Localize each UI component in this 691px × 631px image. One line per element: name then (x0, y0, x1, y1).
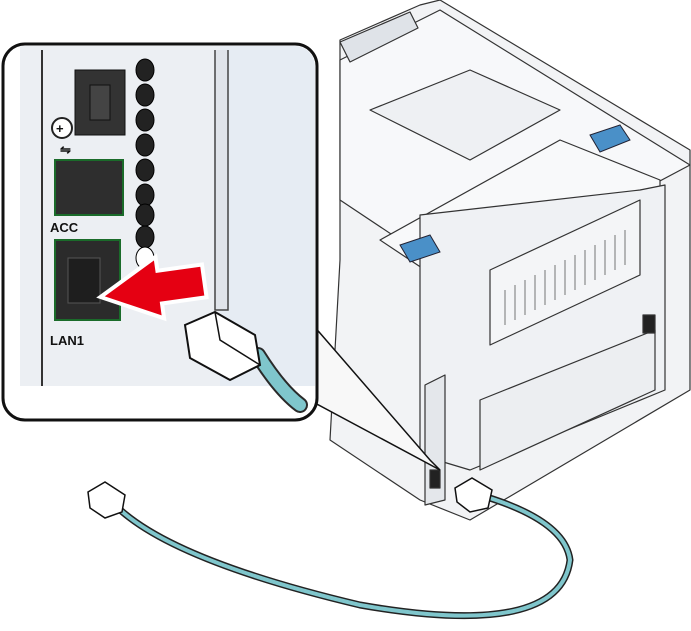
cable (252, 349, 306, 411)
acc-port (54, 159, 124, 216)
svg-text:+: + (56, 121, 64, 136)
rj45-plug-icon (87, 481, 126, 519)
printer (329, 0, 691, 521)
insert-arrow-icon (96, 253, 209, 322)
callout-zoom-panel: + ⇋ ACC LAN1 (1, 42, 319, 422)
release-tab-icon (399, 124, 631, 263)
lan-cable (87, 477, 574, 620)
rj45-plug-icon (454, 477, 493, 513)
usb-symbol-icon: ⇋ (60, 142, 71, 157)
acc-port-label: ACC (50, 220, 79, 235)
lan-port-label: LAN1 (50, 333, 84, 348)
